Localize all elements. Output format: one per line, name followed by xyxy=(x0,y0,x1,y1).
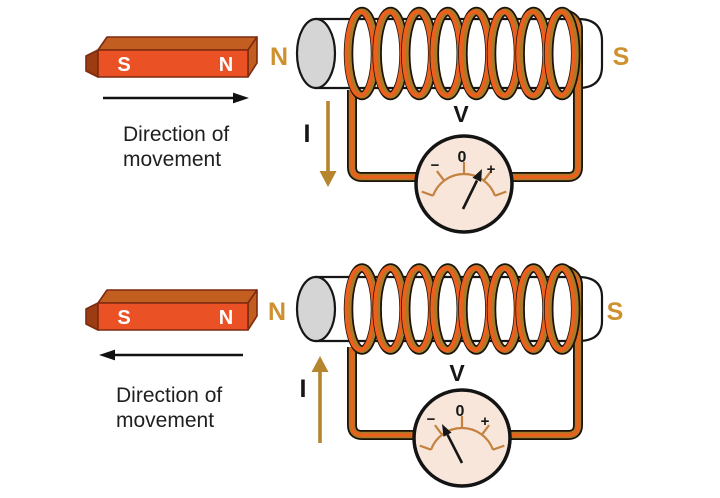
meter-zero-label: 0 xyxy=(458,149,467,166)
coil-core-end-cap xyxy=(295,275,337,343)
meter-tick xyxy=(419,444,432,451)
magnet-north-label: N xyxy=(219,54,233,76)
voltmeter-dial xyxy=(414,134,514,234)
coil-north-label: N xyxy=(270,43,288,71)
coil-core-end-cap xyxy=(295,17,337,90)
meter-zero-label: 0 xyxy=(456,403,465,420)
movement-label-line1: Direction of xyxy=(123,123,229,146)
current-label: I xyxy=(300,375,307,403)
magnet-north-label: N xyxy=(219,307,233,329)
current-label: I xyxy=(304,120,311,148)
voltmeter-scale-ticks xyxy=(421,162,507,197)
coil-turns xyxy=(343,263,581,355)
coil-north-label: N xyxy=(268,298,286,326)
magnet-front-face xyxy=(97,49,249,78)
magnet-south-label: S xyxy=(117,54,130,76)
voltmeter-needle-head xyxy=(442,424,452,437)
bar-magnet xyxy=(85,36,258,78)
movement-label-line2: movement xyxy=(116,409,214,432)
meter-tick xyxy=(483,170,492,182)
meter-minus-label: − xyxy=(427,411,436,428)
voltmeter-label: V xyxy=(453,101,469,127)
meter-tick xyxy=(494,190,507,197)
meter-tick xyxy=(481,424,490,436)
voltmeter-scale-arc xyxy=(431,172,497,197)
movement-arrow-head xyxy=(99,349,115,361)
coil-core xyxy=(295,17,604,90)
meter-plus-label: + xyxy=(481,413,490,430)
movement-arrow-right xyxy=(103,92,249,104)
coil-south-label: S xyxy=(613,43,630,71)
meter-tick xyxy=(492,444,505,451)
current-indicator: I xyxy=(304,101,337,187)
voltmeter-needle-head xyxy=(472,169,482,182)
meter-tick xyxy=(434,424,443,436)
voltmeter: V 0 − + xyxy=(414,101,514,234)
magnet-left-face xyxy=(85,49,99,78)
movement-arrow-head xyxy=(233,92,249,104)
diagram-induction-toward-coil: S N Direction of movement N S I xyxy=(85,6,630,234)
meter-tick xyxy=(436,170,445,182)
voltmeter-label: V xyxy=(449,360,465,386)
diagram-induction-away-from-coil: S N Direction of movement N S I xyxy=(85,263,624,488)
voltmeter-scale-ticks xyxy=(419,416,505,451)
voltmeter: V 0 − + xyxy=(412,360,512,488)
movement-label-line1: Direction of xyxy=(116,384,222,407)
coil-turn-orange xyxy=(544,266,576,352)
meter-plus-label: + xyxy=(487,161,496,178)
magnet-front-face xyxy=(97,302,249,331)
magnet-left-face xyxy=(85,302,99,331)
coil-turn-orange xyxy=(544,9,576,98)
magnet-south-label: S xyxy=(117,307,130,329)
current-arrow-head-up xyxy=(311,356,329,372)
voltmeter-needle xyxy=(446,434,464,464)
coil-turns xyxy=(343,6,581,101)
current-indicator: I xyxy=(300,356,329,443)
movement-arrow-left xyxy=(99,349,243,361)
movement-label-line2: movement xyxy=(123,148,221,171)
magnet-top-face xyxy=(97,36,258,51)
voltmeter-needle xyxy=(461,179,479,210)
magnet-top-face xyxy=(97,289,258,304)
meter-minus-label: − xyxy=(431,157,440,174)
bar-magnet xyxy=(85,289,258,331)
coil-south-label: S xyxy=(607,298,624,326)
voltmeter-dial xyxy=(412,388,512,488)
voltmeter-scale-arc xyxy=(429,426,495,451)
meter-tick xyxy=(421,190,434,197)
current-arrow-head-down xyxy=(319,171,337,187)
coil-core xyxy=(295,275,604,343)
